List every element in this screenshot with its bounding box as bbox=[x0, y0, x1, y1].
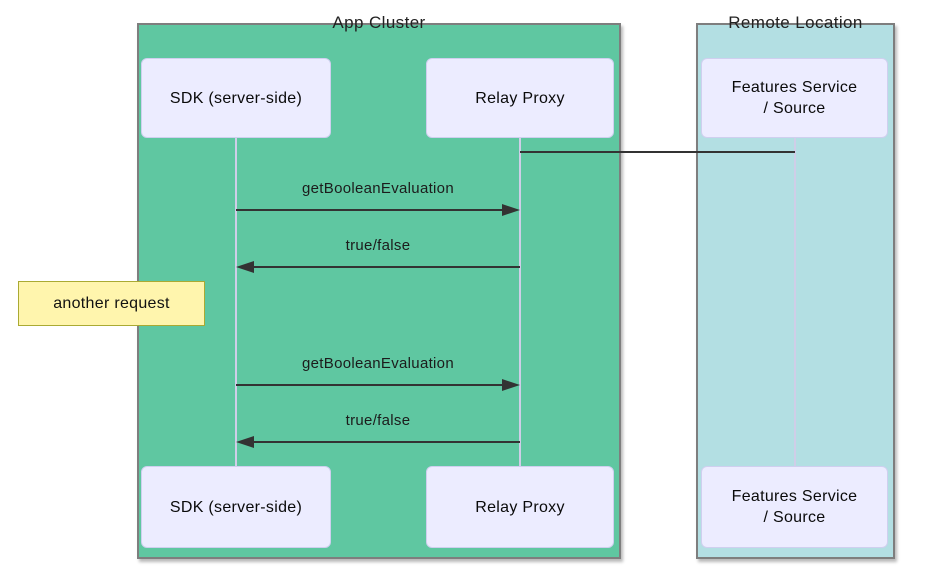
relay-to-features-link-line bbox=[520, 151, 795, 153]
participant-sdk-label: SDK (server-side) bbox=[169, 89, 303, 107]
participant-features-service-label-line1: Features Service bbox=[731, 79, 858, 96]
message-3-arrowhead-right-icon bbox=[502, 379, 520, 391]
message-2-arrow-line bbox=[252, 266, 520, 268]
participant-features-service-top: Features Service / Source bbox=[701, 58, 888, 138]
sdk-lifeline bbox=[235, 138, 237, 466]
relay-proxy-lifeline bbox=[519, 138, 521, 466]
participant-relay-proxy-label: Relay Proxy bbox=[475, 498, 565, 516]
message-4-arrowhead-left-icon bbox=[236, 436, 254, 448]
message-1-arrowhead-right-icon bbox=[502, 204, 520, 216]
note-label: another request bbox=[53, 294, 170, 312]
message-4-label: true/false bbox=[345, 412, 411, 429]
participant-relay-proxy-bottom: Relay Proxy bbox=[426, 466, 614, 548]
message-4-arrow-line bbox=[252, 441, 520, 443]
message-1-label: getBooleanEvaluation bbox=[302, 180, 454, 197]
message-2-arrowhead-left-icon bbox=[236, 261, 254, 273]
participant-features-service-label-line2: / Source bbox=[763, 100, 826, 117]
participant-relay-proxy-label: Relay Proxy bbox=[475, 89, 565, 107]
participant-features-service-bottom: Features Service / Source bbox=[701, 466, 888, 548]
participant-sdk-label: SDK (server-side) bbox=[169, 498, 303, 516]
participant-relay-proxy-top: Relay Proxy bbox=[426, 58, 614, 138]
participant-features-service-label-line2: / Source bbox=[763, 509, 826, 526]
note-another-request: another request bbox=[18, 281, 205, 326]
participant-sdk-top: SDK (server-side) bbox=[141, 58, 331, 138]
participant-features-service-label-line1: Features Service bbox=[731, 488, 858, 505]
message-3-label: getBooleanEvaluation bbox=[302, 355, 454, 372]
message-2-label: true/false bbox=[345, 237, 411, 254]
message-1-arrow-line bbox=[236, 209, 504, 211]
message-3-arrow-line bbox=[236, 384, 504, 386]
features-service-lifeline bbox=[794, 138, 796, 466]
participant-sdk-bottom: SDK (server-side) bbox=[141, 466, 331, 548]
